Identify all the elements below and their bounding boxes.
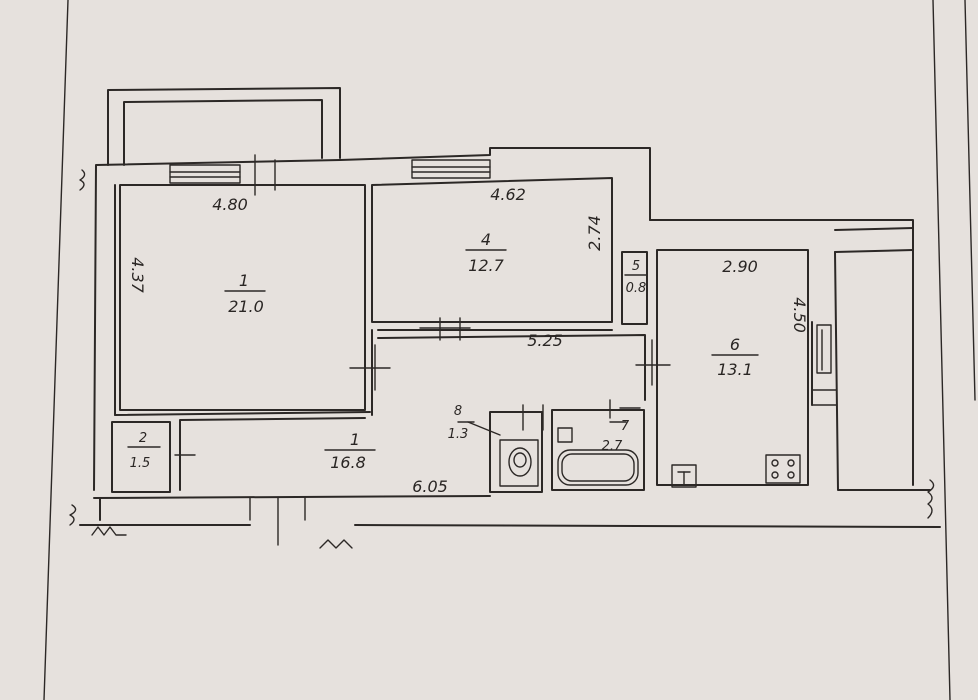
room-3-outline (119, 184, 366, 411)
bathtub-icon (557, 449, 639, 486)
toilet-icon (499, 439, 539, 487)
balcony (107, 87, 341, 166)
outer-walls (69, 147, 941, 549)
sink-icon (557, 427, 573, 443)
frame-right-line (932, 0, 951, 700)
room-2-number: 2 (139, 431, 147, 446)
room-6-area: 13.1 (717, 360, 753, 379)
dim-room3-depth: 4.37 (128, 257, 147, 293)
room-2-area: 1.5 (130, 456, 151, 471)
room-5-number: 5 (632, 259, 640, 274)
room-4-number: 4 (481, 230, 491, 249)
dim-room6-depth: 4.50 (790, 297, 809, 333)
window-room-4 (411, 159, 491, 179)
room-6-number: 6 (730, 335, 740, 354)
room-3-number: 1 (239, 271, 249, 290)
dim-room6-width: 2.90 (722, 257, 758, 276)
room-3-area: 21.0 (228, 297, 264, 316)
room-8-outline (489, 411, 543, 493)
room-6-outline (656, 249, 809, 486)
dim-hall-length: 5.25 (527, 331, 563, 350)
room-4-area: 12.7 (468, 256, 504, 275)
dim-room4-depth: 2.74 (585, 215, 604, 251)
room-3-wall-bottom (114, 411, 371, 416)
door-marks (174, 154, 671, 456)
room-7-area: 2.7 (602, 439, 623, 454)
room-7-number: 7 (621, 419, 630, 434)
room-2-outline (111, 421, 171, 493)
frame-left-line (43, 0, 69, 700)
room-5-area: 0.8 (626, 281, 647, 296)
frame-right-edge-line (964, 0, 976, 401)
stove-icon (765, 454, 801, 484)
room-6-window (816, 324, 832, 374)
room-1-wall (179, 417, 366, 491)
room-8-area: 1.3 (448, 427, 469, 442)
dim-room1-length: 6.05 (412, 477, 448, 496)
room-7-outline (551, 409, 645, 491)
dim-room4-width: 4.62 (490, 185, 526, 204)
hall-wall-top (377, 334, 646, 401)
room-1-number: 1 (350, 430, 360, 449)
window-room-3 (169, 164, 241, 184)
dim-room3-width: 4.80 (212, 195, 248, 214)
room-5-outline (621, 251, 648, 325)
room-3-label: 1 21.0 (224, 271, 266, 316)
room-8-number: 8 (454, 404, 462, 419)
room-1-area: 16.8 (330, 453, 366, 472)
room-4-outline (371, 177, 613, 323)
appliance-icon (671, 464, 697, 488)
